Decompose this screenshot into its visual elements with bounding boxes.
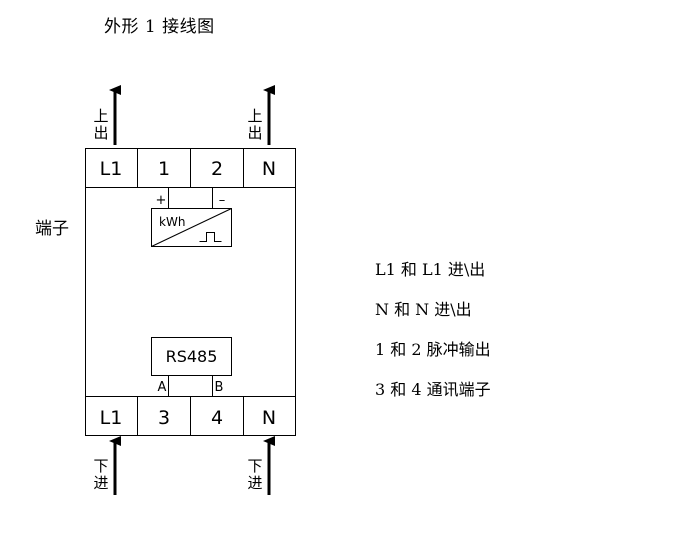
bottom-right-arrow-label: 下进 (247, 457, 263, 492)
bottom-terminal-l1: L1 (100, 407, 123, 429)
bottom-terminal-3: 3 (158, 407, 170, 429)
top-terminal-row: L1 1 2 N (85, 148, 296, 188)
top-terminal-l1: L1 (100, 158, 123, 180)
top-terminal-2: 2 (211, 158, 223, 180)
pulse-plus-label: + (156, 193, 167, 208)
kwh-label: kWh (159, 215, 185, 229)
pulse-output-module: + – kWh (151, 187, 232, 247)
top-left-arrow-label: 上出 (93, 107, 109, 142)
legend-line-1: L1 和 L1 进\出 (375, 260, 486, 279)
top-right-arrow-label: 上出 (247, 107, 263, 142)
rs485-a-label: A (158, 380, 167, 395)
legend-line-3: 1 和 2 脉冲输出 (375, 340, 491, 359)
bottom-terminal-row: L1 3 4 N (85, 396, 296, 436)
kwh-meter-box (151, 208, 232, 247)
top-terminal-1: 1 (158, 158, 170, 180)
bottom-left-arrow-label: 下进 (93, 457, 109, 492)
bottom-terminal-4: 4 (211, 407, 223, 429)
bottom-terminal-n: N (262, 407, 276, 429)
rs485-box (151, 337, 232, 376)
rs485-label: RS485 (166, 347, 218, 366)
rs485-module: RS485 A B (151, 337, 232, 397)
meter-body (85, 148, 296, 436)
diagram-title: 外形 1 接线图 (104, 17, 215, 37)
top-terminal-n: N (262, 158, 276, 180)
rs485-b-label: B (215, 380, 224, 395)
terminal-side-label: 端子 (35, 219, 69, 239)
legend-line-4: 3 和 4 通讯端子 (375, 380, 491, 399)
pulse-waveform-icon (199, 232, 222, 242)
legend-line-2: N 和 N 进\出 (375, 300, 472, 319)
pulse-minus-label: – (219, 193, 226, 208)
